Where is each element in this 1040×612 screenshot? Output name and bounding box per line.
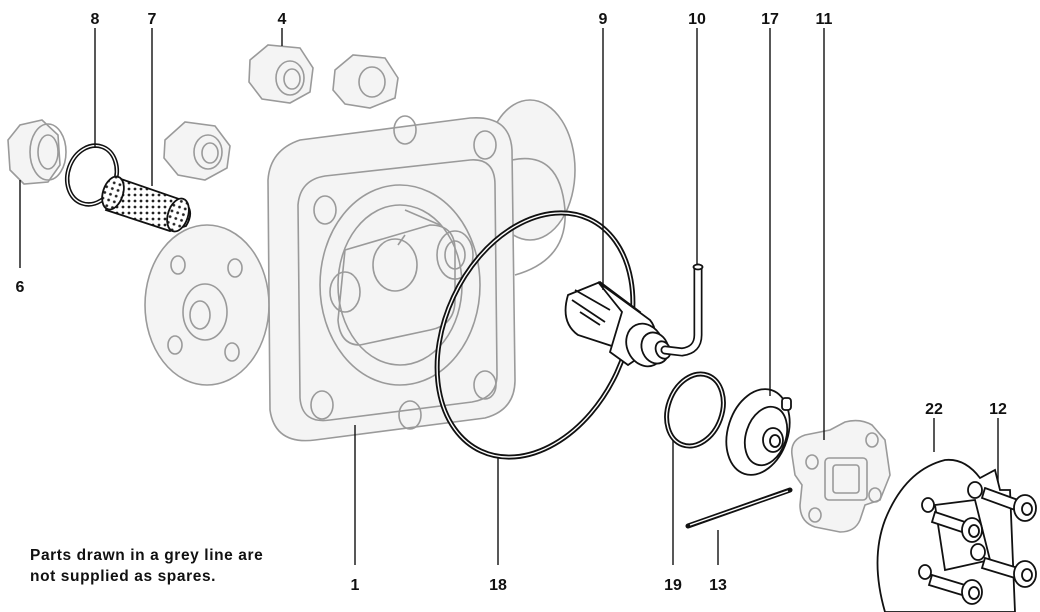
label-part-22: 22: [925, 401, 943, 418]
leader-lines: [19, 28, 999, 565]
spares-note-line-1: Parts drawn in a grey line are: [30, 547, 264, 564]
screw-part-12-d: [927, 573, 983, 605]
spares-note-line-2: not supplied as spares.: [30, 568, 217, 585]
label-part-8: 8: [91, 11, 100, 28]
spares-note: Parts drawn in a grey line are not suppl…: [30, 545, 360, 587]
nut-part-4-b: [332, 54, 399, 109]
strainer-part-7: [101, 175, 192, 233]
front-plate-part-11: [790, 419, 891, 533]
label-part-17: 17: [761, 11, 779, 28]
pump-body-part-1: [144, 99, 576, 442]
nut-part-4-a: [248, 44, 314, 104]
label-part-9: 9: [599, 11, 608, 28]
label-part-4: 4: [278, 11, 287, 28]
pin-part-13: [685, 487, 793, 529]
label-part-7: 7: [148, 11, 157, 28]
screw-part-12-b: [930, 510, 983, 543]
label-part-12: 12: [989, 401, 1007, 418]
label-part-10: 10: [688, 11, 706, 28]
label-part-18: 18: [489, 577, 507, 594]
label-part-6: 6: [16, 279, 25, 296]
label-part-1: 1: [351, 577, 360, 594]
o-ring-part-18: [434, 210, 636, 460]
nut-part-4-c: [163, 121, 231, 181]
tube-part-10: [660, 263, 704, 357]
o-ring-part-19: [664, 371, 726, 449]
label-part-13: 13: [709, 577, 727, 594]
label-part-11: 11: [816, 11, 833, 28]
screw-part-12-c: [980, 556, 1037, 588]
label-part-19: 19: [664, 577, 682, 594]
plug-part-6: [7, 119, 67, 185]
disc-part-17: [725, 388, 792, 476]
screw-part-12-a: [980, 486, 1037, 522]
valve-insert-part-9: [564, 280, 672, 368]
